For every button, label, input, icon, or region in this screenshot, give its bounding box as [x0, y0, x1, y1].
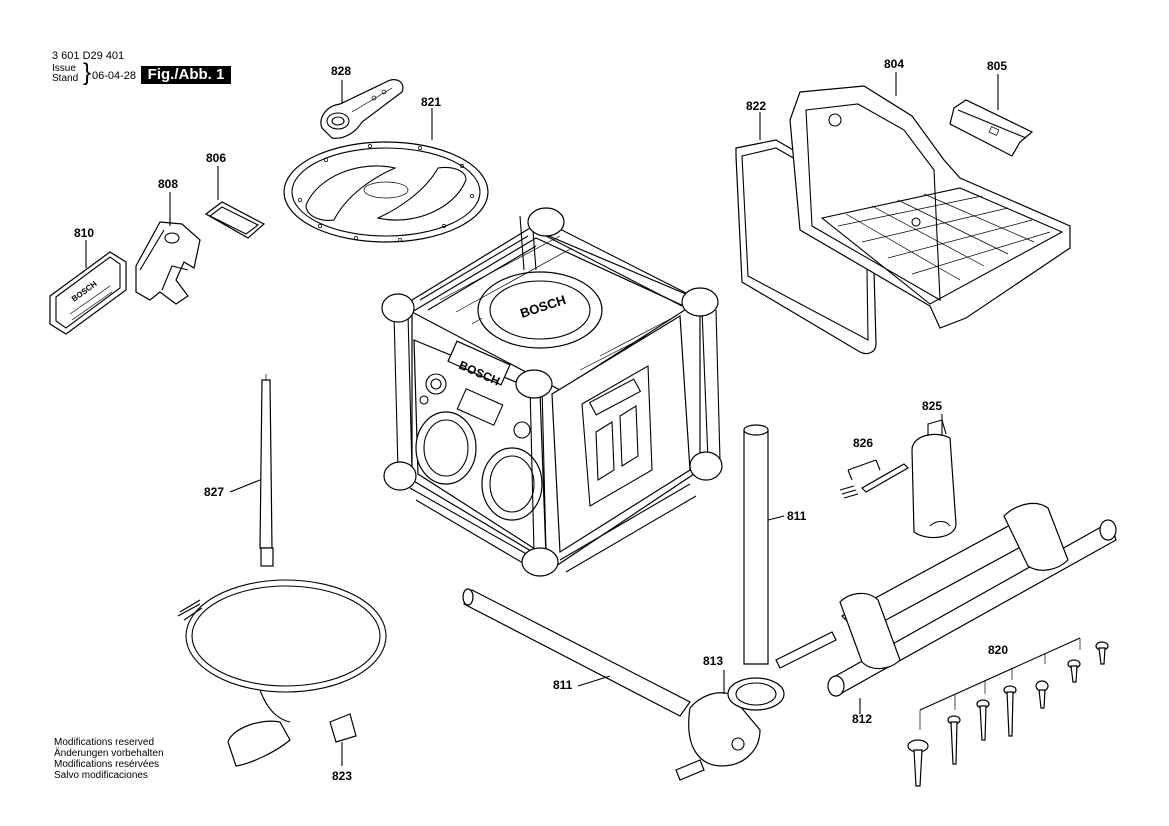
part-label-825: 825: [922, 399, 943, 413]
screw-7: [1095, 641, 1109, 665]
corner-caps: [381, 207, 723, 577]
part-label-806: 806: [206, 151, 227, 165]
part-label-812: 812: [852, 712, 873, 726]
part-number: 3 601 D29 401: [52, 50, 125, 62]
leader-lines: [85, 72, 999, 766]
screw-1: [907, 739, 929, 787]
part-label-810: 810: [74, 226, 95, 240]
spring-pin-826: [839, 459, 909, 499]
note-fr: Modifications resérvées: [54, 759, 160, 770]
screw-2: [947, 715, 961, 765]
battery-cover-825: [911, 419, 957, 539]
power-cord-823: [177, 579, 387, 767]
tube-811-horizontal: [462, 588, 691, 717]
elbow-813: [675, 677, 785, 781]
part-label-822: 822: [746, 99, 767, 113]
screw-6: [1067, 659, 1081, 683]
radio-cube: BOSCH BOSCH: [381, 207, 723, 577]
stand-label: Stand: [52, 73, 79, 84]
part-label-805: 805: [987, 59, 1008, 73]
part-label-827: 827: [204, 485, 225, 499]
issue-label: Issue: [52, 63, 76, 74]
figure-label: Fig./Abb. 1: [141, 66, 231, 84]
part-label-828: 828: [331, 64, 352, 78]
screw-3: [976, 699, 990, 741]
part-label-820: 820: [988, 643, 1009, 657]
screws-820: [907, 637, 1109, 787]
brace-glyph: }: [83, 59, 92, 86]
note-de: Änderungen vorbehalten: [54, 748, 164, 759]
nameplate-810: BOSCH: [49, 251, 127, 335]
clip-805: [949, 99, 1034, 157]
antenna-827: [259, 374, 274, 567]
issue-date: 06-04-28: [92, 70, 137, 82]
part-label-804: 804: [884, 57, 905, 71]
modification-notes: Modifications reserved Änderungen vorbeh…: [54, 737, 164, 781]
remote-control-828: [320, 79, 404, 139]
handle-812: [775, 502, 1117, 697]
roll-cage-frame-804: [789, 85, 1071, 329]
screw-4: [1003, 685, 1017, 737]
issue-stand-labels: Issue Stand: [52, 64, 78, 84]
screw-5: [1035, 680, 1049, 709]
part-label-811-horizontal: 811: [553, 678, 573, 692]
part-label-808: 808: [158, 177, 179, 191]
top-cover-821: [283, 141, 489, 243]
note-en: Modifications reserved: [54, 737, 155, 748]
part-label-811-vertical: 811: [787, 509, 807, 523]
part-label-826: 826: [853, 436, 874, 450]
small-cover-806: [204, 201, 266, 239]
tube-811-vertical: [743, 424, 769, 665]
part-label-813: 813: [703, 654, 724, 668]
note-es: Salvo modificaciones: [54, 770, 148, 781]
part-label-823: 823: [332, 769, 353, 783]
bracket-808: [135, 221, 201, 305]
part-label-821: 821: [421, 95, 442, 109]
